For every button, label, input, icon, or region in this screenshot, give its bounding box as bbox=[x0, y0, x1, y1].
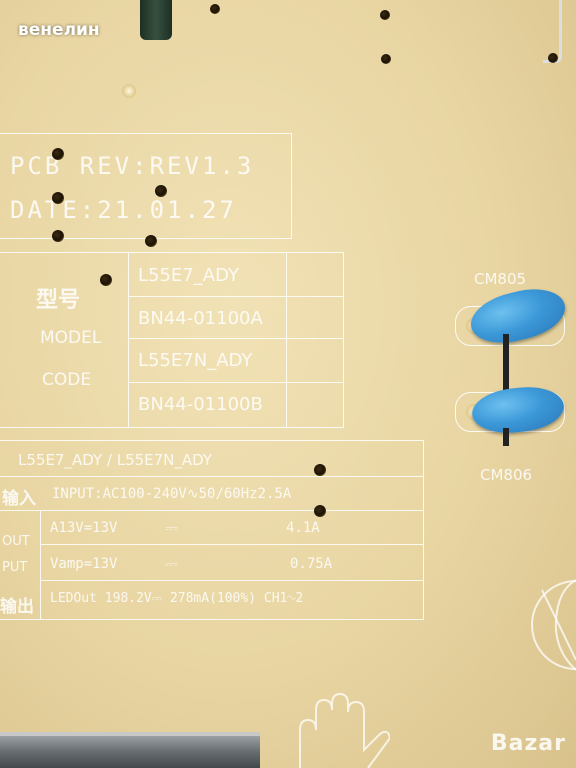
via-hole bbox=[210, 4, 220, 14]
specs-models: L55E7_ADY / L55E7N_ADY bbox=[18, 451, 213, 469]
photographer-watermark: венелин bbox=[18, 20, 100, 40]
via-hole bbox=[314, 505, 326, 517]
via-hole bbox=[380, 10, 390, 20]
table-divider bbox=[40, 544, 424, 545]
via-hole bbox=[548, 53, 558, 63]
capacitor-lead bbox=[503, 428, 509, 446]
via-hole bbox=[52, 148, 64, 160]
table-divider bbox=[0, 510, 424, 511]
model-label: MODEL bbox=[40, 328, 102, 348]
model-row-2: BN44-01100A bbox=[138, 308, 263, 329]
rail-vamp: Vamp=13V bbox=[50, 556, 118, 572]
led-output-rating: LEDOut 198.2V⎓ 278mA(100%) CH1∿2 bbox=[50, 591, 304, 606]
heatsink bbox=[0, 732, 260, 768]
via-hole bbox=[100, 274, 112, 286]
output-label-1: OUT bbox=[2, 534, 30, 549]
table-divider bbox=[128, 252, 129, 428]
input-label-cn: 输入 bbox=[2, 489, 36, 509]
output-label-cn: 输出 bbox=[0, 597, 34, 617]
electrolytic-capacitor bbox=[140, 0, 172, 40]
rail-a13v-current: 4.1A bbox=[286, 520, 320, 536]
code-label: CODE bbox=[42, 370, 92, 390]
pcb-rev-text: PCB REV:REV1.3 bbox=[10, 152, 255, 180]
via-hole bbox=[145, 235, 157, 247]
via-hole bbox=[314, 464, 326, 476]
capacitor-lead bbox=[503, 334, 509, 414]
esd-hand-icon bbox=[299, 692, 390, 768]
cm805-label: CM805 bbox=[474, 270, 527, 288]
dc-symbol: ⎓ bbox=[165, 518, 178, 537]
model-row-3: L55E7N_ADY bbox=[138, 350, 253, 371]
rail-a13v: A13V=13V bbox=[50, 520, 118, 536]
solder-pad bbox=[122, 84, 136, 98]
model-label-cn: 型号 bbox=[36, 288, 81, 313]
table-divider bbox=[128, 338, 344, 339]
model-row-4: BN44-01100B bbox=[138, 394, 263, 415]
input-rating: INPUT:AC100-240V∿50/60Hz2.5A bbox=[52, 486, 292, 502]
table-divider bbox=[40, 580, 424, 581]
esd-hand-icon bbox=[531, 579, 576, 671]
bazar-watermark-logo: Bazar bbox=[490, 731, 566, 756]
via-hole bbox=[155, 185, 167, 197]
output-label-2: PUT bbox=[2, 560, 28, 575]
table-divider bbox=[128, 296, 344, 297]
via-hole bbox=[381, 54, 391, 64]
via-hole bbox=[52, 192, 64, 204]
specs-table bbox=[0, 440, 424, 620]
via-hole bbox=[52, 230, 64, 242]
date-code-text: DATE:21.01.27 bbox=[10, 196, 237, 224]
dc-symbol: ⎓ bbox=[165, 554, 178, 573]
rail-vamp-current: 0.75A bbox=[290, 556, 333, 572]
model-row-1: L55E7_ADY bbox=[138, 265, 239, 286]
table-divider bbox=[40, 510, 41, 620]
model-table bbox=[0, 252, 344, 428]
cm806-label: CM806 bbox=[480, 466, 533, 484]
table-divider bbox=[128, 382, 344, 383]
table-divider bbox=[0, 476, 424, 477]
table-divider bbox=[286, 252, 287, 428]
